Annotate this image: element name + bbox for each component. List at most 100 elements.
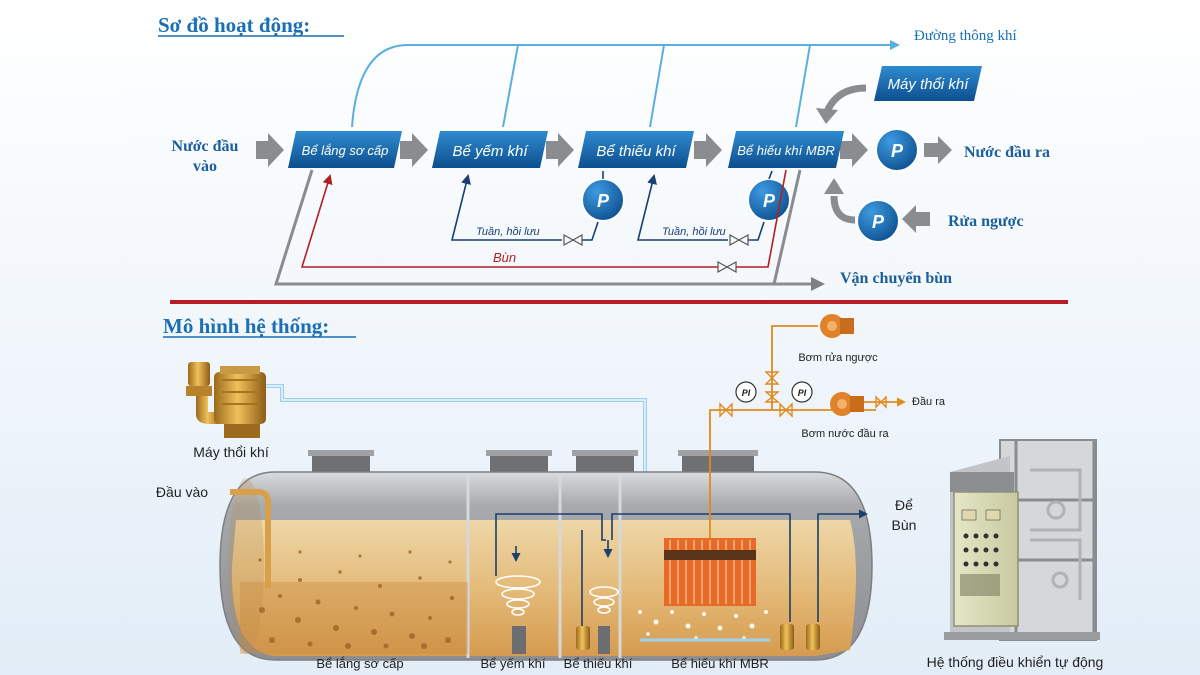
blower-box: Máy thổi khí bbox=[874, 66, 982, 101]
tank-box-1: Bể lắng sơ cấp bbox=[288, 131, 402, 168]
permeate-pipe bbox=[709, 409, 876, 538]
outlet-label: Đầu ra bbox=[912, 396, 946, 408]
aeration-bubbles bbox=[638, 610, 768, 640]
tank-box-1-label: Bể lắng sơ cấp bbox=[302, 143, 389, 158]
vent-branch-4 bbox=[795, 44, 811, 128]
vent-branch-2 bbox=[502, 44, 519, 128]
tank-label-2: Bể yếm khí bbox=[480, 656, 545, 671]
tank-body bbox=[219, 471, 873, 661]
vent-label: Đường thông khí bbox=[914, 28, 1017, 44]
orange-valves bbox=[719, 371, 887, 418]
tank-box-4-label: Bể hiếu khí MBR bbox=[737, 143, 835, 158]
orange-pipes bbox=[709, 325, 906, 538]
tank-box-4: Bể hiếu khí MBR bbox=[728, 131, 844, 168]
tank-pumps bbox=[576, 624, 820, 650]
arrow-tank1-tank2 bbox=[400, 133, 428, 167]
transfer-line-1 bbox=[495, 513, 606, 576]
inlet-label: Đầu vào bbox=[156, 484, 208, 500]
sludge-line bbox=[300, 174, 718, 268]
recycle-line-2b bbox=[748, 221, 765, 241]
pump-recycle-1: P bbox=[581, 178, 625, 222]
recycle-label-1: Tuần, hồi lưu bbox=[476, 226, 540, 238]
pump-recycle-2: P bbox=[747, 178, 791, 222]
sludge-line-b bbox=[736, 169, 787, 268]
valve-2 bbox=[729, 233, 749, 247]
backwash-pump-label: Bơm rửa ngược bbox=[798, 352, 878, 364]
pump-output: P bbox=[875, 128, 919, 172]
control-label: Hệ thống điều khiển tự động bbox=[927, 654, 1104, 670]
section-title-model: Mô hình hệ thống: bbox=[163, 314, 329, 338]
backwash-arrow-head bbox=[824, 178, 844, 194]
inlet-pipe bbox=[230, 489, 271, 588]
gauge-1: PI bbox=[735, 381, 757, 403]
tank-pump-1 bbox=[576, 626, 590, 650]
tank-box-2: Bể yếm khí bbox=[432, 131, 548, 168]
sludge-out-line bbox=[817, 509, 868, 622]
control-cabinet bbox=[944, 439, 1100, 641]
backwash-arrow bbox=[830, 195, 856, 224]
output-label: Nước đầu ra bbox=[964, 144, 1050, 161]
internal-lines bbox=[495, 509, 868, 640]
pump-backwash-label: P bbox=[872, 212, 885, 232]
recycle-line-1b bbox=[582, 221, 599, 241]
valves bbox=[563, 233, 749, 274]
sludge-transport-line bbox=[273, 169, 825, 291]
tank-box-2-label: Bể yếm khí bbox=[452, 143, 529, 160]
tank-pump-3 bbox=[806, 624, 820, 650]
valve-1 bbox=[563, 233, 583, 247]
recycle-line-1 bbox=[450, 174, 562, 241]
gauge-2-label: PI bbox=[798, 388, 807, 398]
tank-hatches bbox=[308, 450, 758, 472]
backwash-pump bbox=[820, 314, 854, 338]
mixer-motor-2 bbox=[598, 626, 610, 654]
arrow-from-backwash bbox=[902, 205, 930, 233]
mixer-anoxic bbox=[495, 575, 541, 616]
tank-box-3-label: Bể thiếu khí bbox=[596, 143, 677, 160]
arrow-tank2-tank3 bbox=[546, 133, 574, 167]
section-title-operation: Sơ đồ hoạt động: bbox=[158, 13, 310, 37]
backwash-label: Rửa ngược bbox=[948, 213, 1024, 230]
sludge-transport-branch bbox=[772, 169, 802, 285]
sediment bbox=[258, 550, 455, 649]
sludge-transport-label: Vận chuyển bùn bbox=[840, 270, 952, 287]
mixer-anoxic-2 bbox=[589, 586, 619, 614]
mixer-motor-1 bbox=[512, 626, 526, 654]
gauge-2: PI bbox=[791, 381, 813, 403]
pump-recycle-1-label: P bbox=[597, 191, 610, 211]
tank-label-1: Bể lắng sơ cấp bbox=[316, 656, 403, 671]
tank-label-3: Bể thiếu khí bbox=[564, 656, 633, 671]
sludge-out-label-2: Bùn bbox=[892, 517, 917, 533]
vent-line bbox=[351, 40, 900, 128]
tank-label-4: Bể hiếu khí MBR bbox=[671, 656, 769, 671]
blower-machine bbox=[186, 362, 266, 438]
arrow-tank4-pump bbox=[840, 133, 868, 167]
backwash-pipe bbox=[771, 325, 818, 410]
pump-backwash: P bbox=[856, 199, 900, 243]
sludge-label: Bùn bbox=[493, 250, 516, 265]
vent-branch-3 bbox=[649, 44, 665, 128]
input-label-2: vào bbox=[193, 158, 217, 175]
output-pump bbox=[830, 392, 864, 416]
blower-machine-label: Máy thổi khí bbox=[193, 444, 269, 460]
gauge-1-label: PI bbox=[742, 388, 751, 398]
flow-arrows bbox=[256, 133, 952, 233]
tank-box-3: Bể thiếu khí bbox=[578, 131, 694, 168]
arrow-tank3-tank4 bbox=[694, 133, 722, 167]
pump2-up bbox=[768, 170, 773, 180]
valve-3 bbox=[717, 260, 737, 274]
blower-arrow-head bbox=[816, 108, 838, 124]
arrow-to-output bbox=[924, 136, 952, 164]
recycle-label-2: Tuần, hồi lưu bbox=[662, 226, 726, 238]
output-pump-label: Bơm nước đầu ra bbox=[801, 428, 889, 440]
pump-output-label: P bbox=[891, 141, 904, 161]
input-label-1: Nước đầu bbox=[172, 138, 239, 155]
pump-recycle-2-label: P bbox=[763, 191, 776, 211]
arrow-into-tank1 bbox=[256, 133, 284, 167]
blower-box-label: Máy thổi khí bbox=[888, 76, 971, 93]
transfer-line-3 bbox=[611, 513, 791, 622]
sludge-out-label-1: Để bbox=[895, 497, 913, 513]
mbr-module bbox=[664, 538, 756, 606]
tank-pump-2 bbox=[780, 624, 794, 650]
